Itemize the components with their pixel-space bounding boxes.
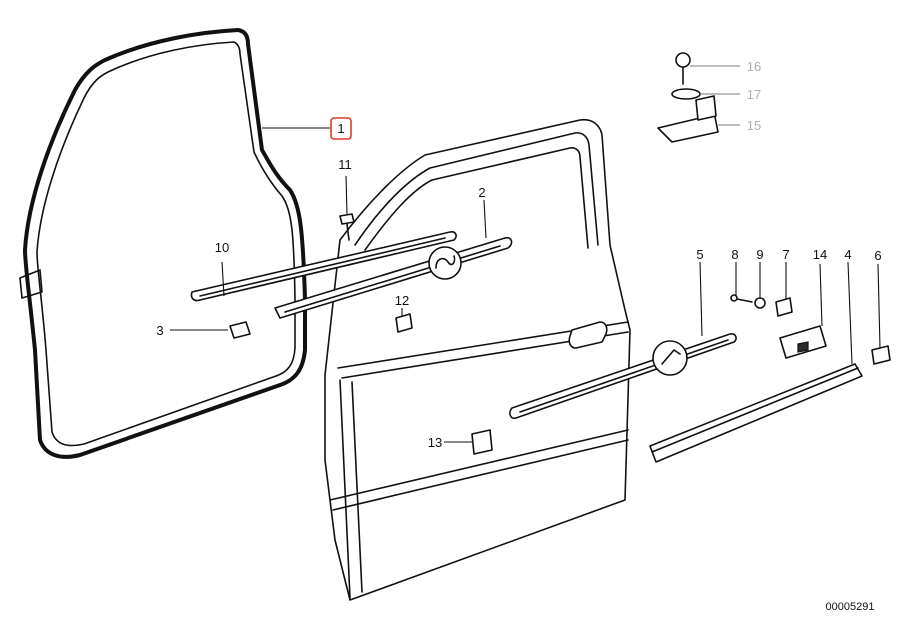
outer-window-strip[interactable] bbox=[509, 333, 737, 420]
document-number: 00005291 bbox=[826, 601, 875, 613]
callout-4[interactable]: 4 bbox=[844, 247, 851, 262]
callout-14[interactable]: 14 bbox=[813, 247, 827, 262]
callout-7[interactable]: 7 bbox=[782, 247, 789, 262]
leader-lines bbox=[170, 65, 881, 443]
callout-8[interactable]: 8 bbox=[731, 247, 738, 262]
callout-11[interactable]: 11 bbox=[338, 157, 352, 172]
callout-12[interactable]: 12 bbox=[395, 293, 409, 308]
callout-1-highlight bbox=[330, 117, 352, 140]
door-shell bbox=[324, 118, 631, 601]
inner-window-strip[interactable] bbox=[190, 231, 457, 302]
callout-10[interactable]: 10 bbox=[215, 240, 229, 255]
washer-part-9[interactable] bbox=[754, 297, 766, 309]
callout-5[interactable]: 5 bbox=[696, 247, 703, 262]
window-channel-strip[interactable] bbox=[274, 236, 513, 319]
callout-9[interactable]: 9 bbox=[756, 247, 763, 262]
door-seal[interactable] bbox=[19, 28, 307, 459]
callout-6[interactable]: 6 bbox=[874, 248, 881, 263]
sill-strip[interactable] bbox=[649, 363, 863, 463]
screw-part-8[interactable] bbox=[730, 294, 753, 303]
clip-part-12[interactable] bbox=[395, 313, 413, 333]
bracket-part-15[interactable] bbox=[657, 95, 719, 143]
clip-part-3[interactable] bbox=[229, 321, 251, 339]
clip-part-7[interactable] bbox=[775, 297, 793, 317]
callout-3[interactable]: 3 bbox=[156, 323, 163, 338]
callout-1[interactable]: 1 bbox=[337, 121, 344, 136]
callout-13[interactable]: 13 bbox=[428, 435, 442, 450]
callout-17[interactable]: 17 bbox=[747, 87, 761, 102]
screw-part-16[interactable] bbox=[675, 52, 691, 85]
screw-part-11[interactable] bbox=[339, 213, 355, 241]
callout-16[interactable]: 16 bbox=[747, 59, 761, 74]
callout-2[interactable]: 2 bbox=[478, 185, 485, 200]
bracket-part-14[interactable] bbox=[779, 325, 827, 359]
washer-part-17[interactable] bbox=[671, 88, 701, 100]
callout-15[interactable]: 15 bbox=[747, 118, 761, 133]
clip-part-6[interactable] bbox=[871, 345, 891, 365]
clip-part-13[interactable] bbox=[471, 429, 493, 455]
